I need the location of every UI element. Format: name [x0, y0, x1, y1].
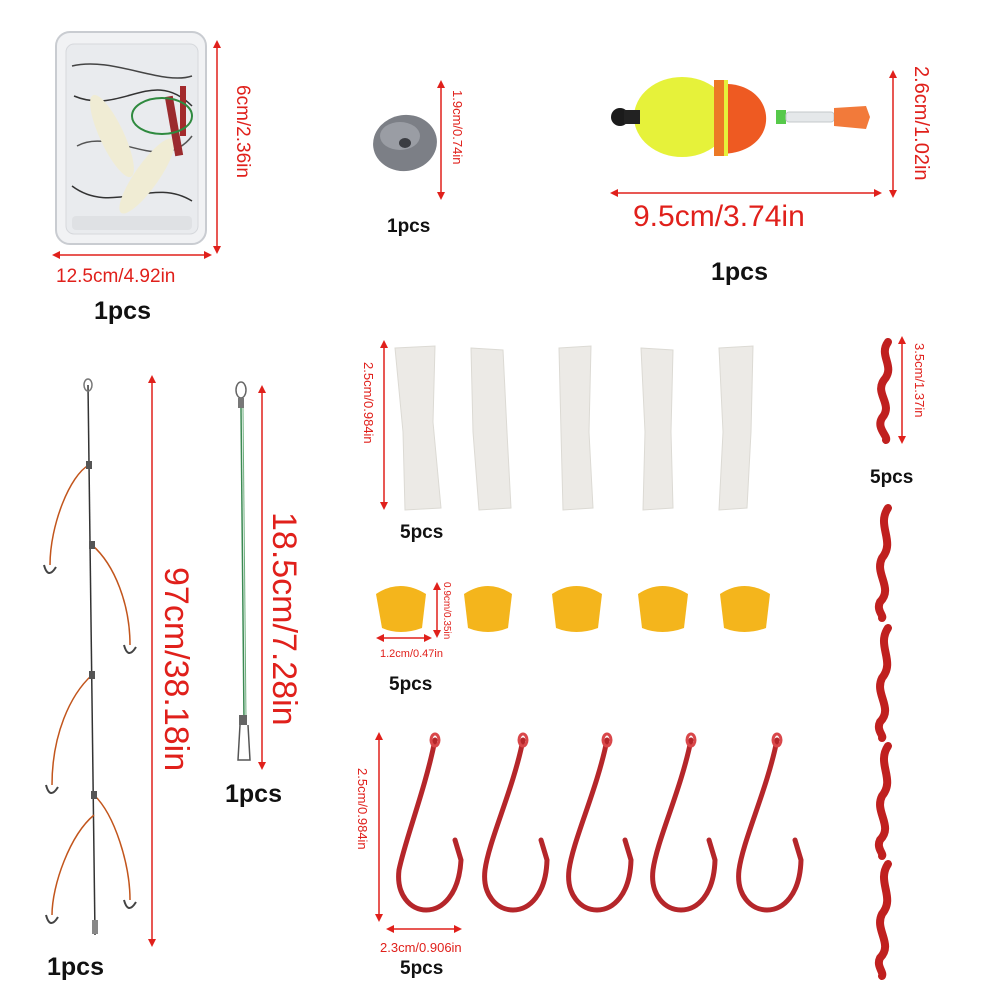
- corn-baits-height-label: 0.9cm/0.35in: [441, 582, 452, 640]
- foam-baits-image: [394, 345, 754, 511]
- sinker-height-label: 1.9cm/0.74in: [450, 90, 465, 165]
- float-qty: 1pcs: [711, 258, 768, 286]
- worms-length-label: 3.5cm/1.37in: [912, 343, 927, 418]
- tackle-box-qty: 1pcs: [94, 297, 151, 325]
- corn-baits-width-label: 1.2cm/0.47in: [380, 648, 443, 660]
- leader-image: [235, 381, 251, 761]
- leader-length-label: 18.5cm/7.28in: [265, 512, 303, 726]
- foam-baits-height-label: 2.5cm/0.984in: [361, 362, 376, 444]
- sinker-image: [373, 114, 437, 172]
- corn-baits-height-arrow: [433, 582, 441, 638]
- tackle-box-width-arrow: [52, 251, 212, 259]
- worms-length-arrow: [898, 336, 906, 444]
- corn-baits-qty: 5pcs: [389, 674, 433, 695]
- float-length-label: 9.5cm/3.74in: [633, 200, 805, 233]
- float-height-label: 2.6cm/1.02in: [910, 66, 932, 181]
- hooks-width-label: 2.3cm/0.906in: [380, 940, 462, 955]
- hooks-height-arrow: [375, 732, 383, 922]
- tackle-box-height-label: 6cm/2.36in: [232, 85, 253, 178]
- hook-rig-qty: 1pcs: [47, 953, 104, 981]
- tackle-box-height-arrow: [213, 40, 221, 254]
- leader-length-arrow: [258, 385, 266, 770]
- corn-baits-width-arrow: [376, 634, 432, 642]
- hook-rig-image: [43, 378, 137, 936]
- sinker-height-arrow: [437, 80, 445, 200]
- leader-qty: 1pcs: [225, 780, 282, 808]
- float-length-arrow: [610, 189, 882, 197]
- hooks-image: [396, 732, 804, 913]
- hooks-width-arrow: [386, 925, 462, 933]
- sinker-qty: 1pcs: [387, 216, 431, 237]
- float-height-arrow: [889, 70, 897, 198]
- float-image: [611, 77, 870, 157]
- tackle-box: [52, 26, 212, 248]
- hook-rig-length-arrow: [148, 375, 156, 947]
- hooks-qty: 5pcs: [400, 958, 444, 979]
- worms-qty: 5pcs: [870, 467, 914, 488]
- hook-rig-length-label: 97cm/38.18in: [157, 567, 195, 772]
- worms-image: [874, 338, 893, 980]
- tackle-box-width-label: 12.5cm/4.92in: [56, 266, 176, 287]
- hooks-height-label: 2.5cm/0.984in: [355, 768, 370, 850]
- foam-baits-height-arrow: [380, 340, 388, 510]
- foam-baits-qty: 5pcs: [400, 522, 444, 543]
- corn-baits-image: [376, 586, 770, 632]
- tackle-box-image: [55, 31, 207, 245]
